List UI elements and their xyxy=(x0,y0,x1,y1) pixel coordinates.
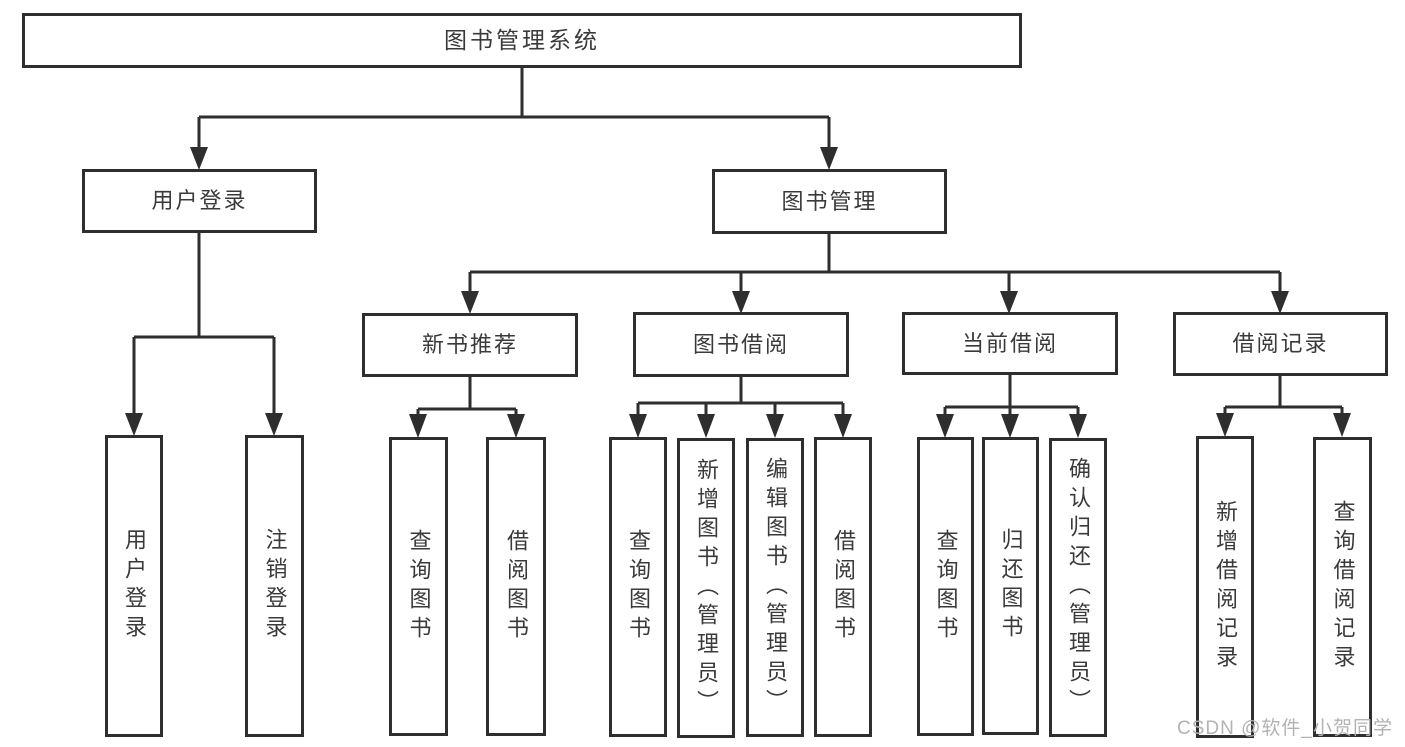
node-library-system: 图书管理系统 xyxy=(22,13,1022,68)
leaf-edit-books-admin: 编辑图书（管理员） xyxy=(746,438,804,737)
leaf-query-books-current: 查询图书 xyxy=(917,437,974,736)
arrowhead-icon xyxy=(125,147,1351,438)
node-user-login: 用户登录 xyxy=(82,169,317,233)
csdn-watermark: CSDN @软件_小贺同学 xyxy=(1177,718,1393,739)
leaf-query-borrow-record: 查询借阅记录 xyxy=(1313,437,1372,737)
leaf-add-borrow-record: 新增借阅记录 xyxy=(1196,436,1254,738)
node-book-management: 图书管理 xyxy=(712,169,947,234)
node-borrowing-records: 借阅记录 xyxy=(1173,312,1388,376)
leaf-return-books: 归还图书 xyxy=(982,437,1039,735)
connector-line xyxy=(132,68,1344,417)
leaf-user-login: 用户登录 xyxy=(105,435,163,737)
leaf-query-books-recommend: 查询图书 xyxy=(389,437,448,736)
leaf-confirm-return-admin: 确认归还（管理员） xyxy=(1049,438,1107,737)
leaf-add-books-admin: 新增图书（管理员） xyxy=(677,438,735,738)
node-book-borrowing: 图书借阅 xyxy=(633,312,849,377)
node-new-book-recommend: 新书推荐 xyxy=(362,313,578,377)
leaf-borrow-books-borrowing: 借阅图书 xyxy=(814,437,872,737)
leaf-borrow-books-recommend: 借阅图书 xyxy=(486,437,546,736)
node-current-borrowing: 当前借阅 xyxy=(902,312,1118,375)
leaf-query-books-borrowing: 查询图书 xyxy=(609,437,667,737)
leaf-logout: 注销登录 xyxy=(245,435,304,737)
